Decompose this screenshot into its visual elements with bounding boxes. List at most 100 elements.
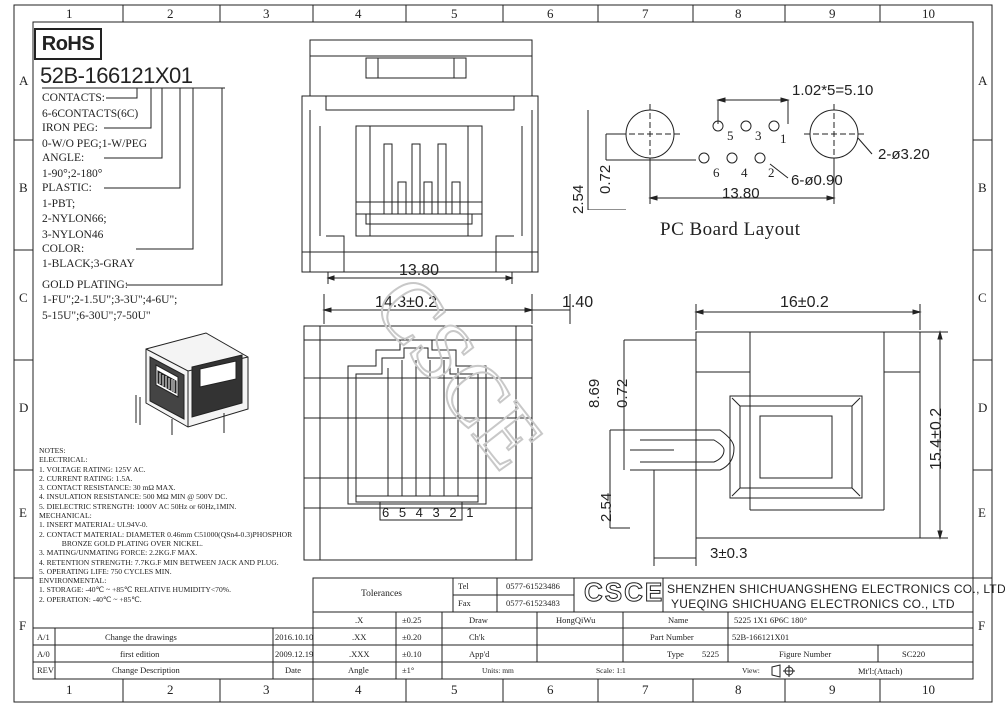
zone-row-a-left: A — [19, 73, 29, 88]
tb-part-value: 52B-166121X01 — [732, 632, 790, 642]
pin-number-row: 6 5 4 3 2 1 — [382, 505, 477, 520]
dim-front-width: 14.3±0.2 — [375, 294, 438, 311]
zone-row-b-left: B — [19, 180, 28, 195]
zone-col-8-top: 8 — [735, 6, 742, 21]
option-leader-lines — [42, 87, 225, 286]
zone-row-d-right: D — [978, 400, 988, 415]
notes-line: 5. DIELECTRIC STRENGTH: 1000V AC 50Hz or… — [39, 501, 237, 511]
zone-col-5-top: 5 — [451, 6, 458, 21]
tb-x-tol: ±0.25 — [402, 615, 422, 625]
dim-pcb-holes: 2-ø3.20 — [878, 146, 930, 163]
dim-pcb-pins: 6-ø0.90 — [791, 172, 843, 189]
zone-col-6-top: 6 — [547, 6, 554, 21]
tb-fig-label: Figure Number — [779, 649, 832, 659]
tb-xx: .XX — [352, 632, 367, 642]
zone-col-8-bottom: 8 — [735, 682, 742, 697]
option-plastic-title: PLASTIC: — [42, 182, 92, 194]
zone-col-7-top: 7 — [642, 6, 649, 21]
tb-view: View: — [742, 666, 760, 675]
rev-row-1-date: 2016.10.10 — [275, 632, 314, 642]
zone-col-6-bottom: 6 — [547, 682, 554, 697]
rev-row-1-rev: A/1 — [37, 632, 50, 642]
notes-line: 3. MATING/UNMATING FORCE: 2.2KG.F MAX. — [39, 548, 198, 558]
zone-row-d-left: D — [19, 400, 29, 415]
rev-row-3-rev: REV — [37, 665, 54, 675]
rev-row-2-rev: A/0 — [37, 649, 50, 659]
option-gold-title: GOLD PLATING: — [42, 279, 128, 291]
front-view-drawing — [303, 294, 571, 561]
zone-row-c-right: C — [978, 290, 987, 305]
dim-top-width: 13.80 — [399, 262, 440, 279]
notes-line: 5. OPERATING LIFE: 750 CYCLES MIN. — [39, 566, 172, 576]
notes-line: 2. CONTACT MATERIAL: DIAMETER 0.46mm C51… — [39, 529, 293, 539]
tb-tolerances: Tolerances — [361, 589, 403, 599]
zone-col-7-bottom: 7 — [642, 682, 649, 697]
tb-part-label: Part Number — [650, 632, 694, 642]
notes-line: 2. OPERATION: -40℃ ~ +85℃. — [39, 594, 142, 604]
tb-x: .X — [355, 615, 364, 625]
zone-col-9-top: 9 — [829, 6, 836, 21]
dim-pcb-pitch: 1.02*5=5.10 — [792, 82, 874, 99]
dim-side-3: 3±0.3 — [710, 545, 748, 562]
pc-board-layout-title: PC Board Layout — [660, 219, 801, 240]
tb-xxx-tol: ±0.10 — [402, 649, 422, 659]
top-view-drawing — [301, 39, 539, 284]
option-color-value: 1-BLACK;3-GRAY — [42, 258, 135, 270]
option-plastic-value-2: 2-NYLON66; — [42, 213, 107, 225]
tb-name-value: 5225 1X1 6P6C 180° — [734, 615, 808, 625]
tb-material: Mt'l:(Attach) — [858, 666, 903, 676]
zone-row-f-right: F — [978, 618, 986, 633]
part-number-code: 52B-166121X01 — [40, 63, 193, 88]
notes-line: 2. CURRENT RATING: 1.5A. — [39, 473, 133, 483]
option-contacts-title: CONTACTS: — [42, 92, 105, 104]
notes-line: 1. VOLTAGE RATING: 125V AC. — [39, 464, 146, 474]
rev-row-1-desc: Change the drawings — [105, 632, 177, 642]
option-color-title: COLOR: — [42, 243, 85, 255]
option-contacts-value: 6-6CONTACTS(6C) — [42, 108, 139, 120]
tb-xx-tol: ±0.20 — [402, 632, 422, 642]
tb-appd-label: App'd — [469, 649, 490, 659]
notes-line: 3. CONTACT RESISTANCE: 30 mΩ MAX. — [39, 483, 176, 493]
option-gold-value-1: 1-FU";2-1.5U";3-3U";4-6U"; — [42, 294, 178, 306]
tb-company-2: YUEQING SHICHUANG ELECTRONICS CO., LTD — [671, 597, 955, 611]
rev-row-2-desc: first edition — [120, 649, 160, 659]
zone-col-5-bottom: 5 — [451, 682, 458, 697]
tb-units: Units: mm — [482, 666, 514, 675]
tb-draw-label: Draw — [469, 615, 488, 625]
zone-row-b-right: B — [978, 180, 987, 195]
tb-logo: CSCE — [583, 577, 665, 608]
pcb-pin-2: 2 — [768, 165, 775, 180]
zone-col-1-bottom: 1 — [66, 682, 73, 697]
notes-line: BRONZE GOLD PLATING OVER NICKEL. — [39, 538, 203, 548]
tb-tel-value: 0577-61523486 — [506, 581, 560, 591]
dim-side-width: 16±0.2 — [780, 294, 829, 311]
notes-line: 4. RETENTION STRENGTH: 7.7KG.F MIN BETWE… — [39, 557, 279, 567]
tb-type-value: 5225 — [702, 649, 719, 659]
side-view-drawing — [609, 304, 948, 566]
option-gold-value-2: 5-15U";6-30U";7-50U" — [42, 310, 151, 322]
csce-watermark: CSCE — [360, 257, 564, 488]
notes-line: ENVIRONMENTAL: — [39, 576, 107, 586]
option-iron-peg-title: IRON PEG: — [42, 122, 98, 134]
tb-draw-value: HongQiWu — [556, 615, 596, 625]
pcb-pin-5: 5 — [727, 128, 734, 143]
zone-col-3-bottom: 3 — [263, 682, 270, 697]
zone-col-9-bottom: 9 — [829, 682, 836, 697]
option-plastic-value-3: 3-NYLON46 — [42, 229, 104, 241]
zone-col-2-bottom: 2 — [167, 682, 174, 697]
pc-board-layout-drawing — [587, 97, 873, 210]
connector-isometric-sketch — [135, 332, 249, 435]
tb-company-1: SHENZHEN SHICHUANGSHENG ELECTRONICS CO.,… — [667, 582, 1005, 596]
option-angle-value: 1-90°;2-180° — [42, 168, 103, 180]
notes-line: NOTES: — [39, 446, 66, 455]
zone-col-2-top: 2 — [167, 6, 174, 21]
svg-text:CSCE: CSCE — [360, 258, 563, 487]
zone-row-e-right: E — [978, 505, 986, 520]
tb-type-label: Type — [667, 649, 684, 659]
notes-line: 1. INSERT MATERIAL: UL94V-0. — [39, 520, 148, 530]
dim-front-offset: 1.40 — [562, 294, 594, 311]
notes-line: MECHANICAL: — [39, 511, 92, 521]
rohs-badge: RoHS — [34, 28, 102, 60]
tb-tel-label: Tel — [458, 581, 469, 591]
